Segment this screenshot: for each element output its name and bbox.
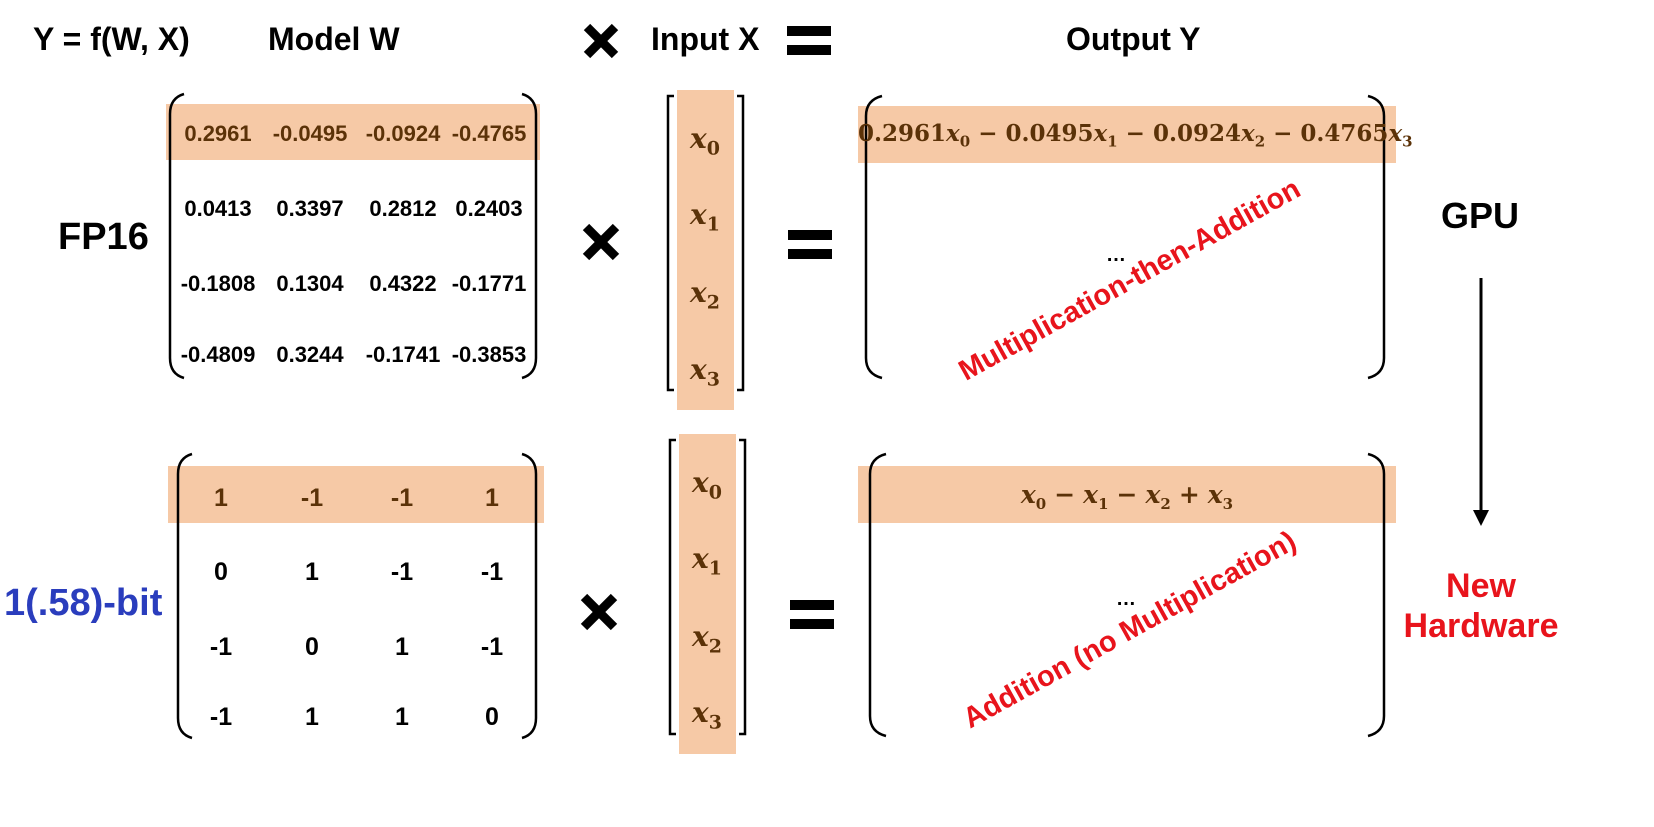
fp16-output-left-bracket bbox=[864, 94, 883, 380]
input-vector-entry: x3 bbox=[690, 353, 720, 391]
fp16-annotation: Multiplication-then-Addition bbox=[953, 172, 1306, 388]
matrix-cell: -0.4809 bbox=[180, 342, 256, 367]
ternary-output-right-bracket bbox=[1367, 452, 1386, 738]
matrix-cell: 0.0413 bbox=[184, 196, 252, 221]
ternary-matrix-right-bracket bbox=[521, 452, 538, 740]
input-vector-left-bracket bbox=[666, 94, 674, 392]
matrix-cell: 0 bbox=[485, 703, 499, 731]
multiply-icon bbox=[583, 23, 619, 59]
matrix-cell: -0.0924 bbox=[365, 121, 441, 146]
ternary-output-highlight bbox=[858, 466, 1396, 523]
equals-icon bbox=[790, 600, 834, 629]
matrix-cell: 0.1304 bbox=[276, 271, 344, 296]
input-vector-left-bracket bbox=[668, 438, 676, 736]
gpu-label: GPU bbox=[1441, 195, 1520, 236]
fp16-matrix-left-bracket bbox=[168, 92, 185, 380]
fp16-output-highlight bbox=[858, 106, 1396, 163]
ternary-label: 1(.58)-bit bbox=[4, 582, 163, 624]
ternary-output-ellipsis: … bbox=[1116, 588, 1136, 610]
down-arrow-icon bbox=[1473, 278, 1489, 526]
matrix-cell: 0 bbox=[214, 558, 228, 586]
input-vector-entry: x1 bbox=[690, 198, 720, 236]
input-vector-entry: x3 bbox=[692, 696, 722, 734]
matrix-cell: 0.2403 bbox=[455, 196, 523, 221]
matrix-cell: -0.4765 bbox=[451, 121, 527, 146]
equals-icon bbox=[788, 230, 832, 259]
matrix-cell: 0.2961 bbox=[184, 121, 252, 146]
matrix-cell: -0.3853 bbox=[451, 342, 527, 367]
output-y-header: Output Y bbox=[1066, 21, 1201, 57]
model-w-header: Model W bbox=[268, 21, 400, 57]
fp16-output-ellipsis: … bbox=[1106, 244, 1126, 266]
matrix-cell: -1 bbox=[209, 703, 233, 731]
matrix-cell: -1 bbox=[209, 633, 233, 661]
ternary-matrix-left-bracket bbox=[176, 452, 193, 740]
input-vector-entry: x1 bbox=[692, 542, 722, 580]
matrix-cell: -0.1741 bbox=[365, 342, 441, 367]
multiply-icon bbox=[582, 223, 620, 261]
new-hardware-label: New Hardware bbox=[1403, 567, 1559, 645]
input-x-header: Input X bbox=[651, 21, 760, 57]
matrix-cell: 0.3397 bbox=[276, 196, 344, 221]
ternary-row-highlight bbox=[168, 466, 544, 523]
matrix-cell: 0.3244 bbox=[276, 342, 344, 367]
equals-icon bbox=[787, 26, 831, 55]
ternary-output-equation: x0−x1−x2+x3 bbox=[1020, 480, 1234, 513]
matrix-cell: 0.2812 bbox=[369, 196, 437, 221]
input-vector-entry: x2 bbox=[690, 276, 720, 314]
matrix-cell: 1 bbox=[214, 484, 228, 512]
input-vector-right-bracket bbox=[739, 438, 747, 736]
input-vector-highlight-top bbox=[677, 90, 734, 410]
fp16-label: FP16 bbox=[58, 216, 149, 258]
input-vector-right-bracket bbox=[737, 94, 745, 392]
matrix-cell: 1 bbox=[485, 484, 499, 512]
input-vector-entry: x0 bbox=[690, 122, 720, 160]
matrix-cell: 0.4322 bbox=[369, 271, 437, 296]
matrix-cell: -0.1771 bbox=[451, 271, 527, 296]
matrix-cell: 0 bbox=[305, 633, 319, 661]
input-vector-highlight-bottom bbox=[679, 434, 736, 754]
matrix-cell: 1 bbox=[305, 558, 319, 586]
multiply-icon bbox=[580, 593, 618, 631]
ternary-output-left-bracket bbox=[868, 452, 887, 738]
matrix-cell: 1 bbox=[305, 703, 319, 731]
matrix-cell: 1 bbox=[395, 703, 409, 731]
matrix-cell: -0.0495 bbox=[272, 121, 348, 146]
ternary-annotation: Addition (no Multiplication) bbox=[957, 525, 1302, 736]
matrix-cell: -0.1808 bbox=[180, 271, 256, 296]
formula-label: Y = f(W, X) bbox=[33, 21, 190, 57]
matrix-cell: -1 bbox=[480, 558, 504, 586]
matrix-cell: 1 bbox=[395, 633, 409, 661]
input-vector-entry: x2 bbox=[692, 620, 722, 658]
fp16-row-highlight bbox=[166, 104, 540, 160]
matrix-cell: -1 bbox=[300, 484, 324, 512]
fp16-output-equation: 0.2961x0−0.0495x1−0.0924x2−0.4765x3 bbox=[858, 120, 1413, 151]
matrix-cell: -1 bbox=[390, 558, 414, 586]
fp16-matrix-right-bracket bbox=[521, 92, 538, 380]
matrix-cell: -1 bbox=[390, 484, 414, 512]
input-vector-entry: x0 bbox=[692, 466, 722, 504]
fp16-output-right-bracket bbox=[1367, 94, 1386, 380]
matrix-cell: -1 bbox=[480, 633, 504, 661]
